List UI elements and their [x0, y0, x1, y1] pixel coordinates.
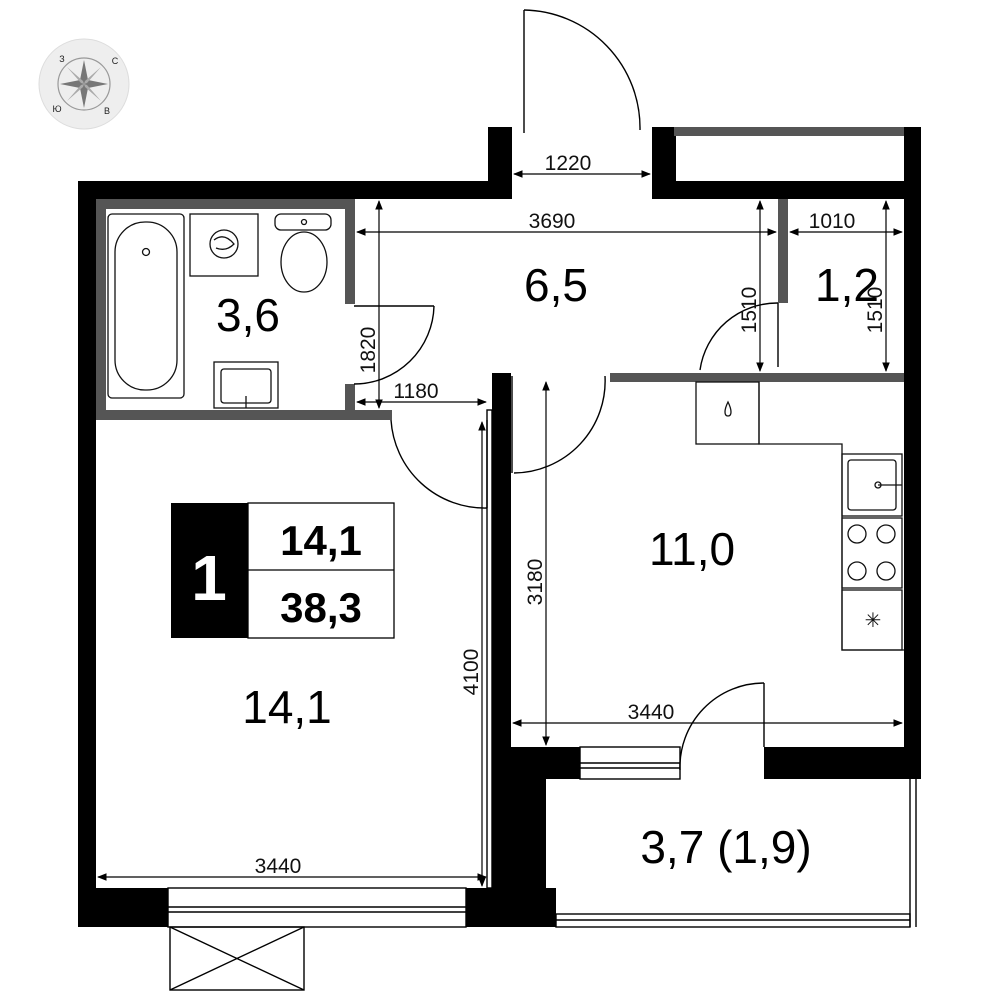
bathtub-icon [107, 213, 185, 399]
room-area-hall: 6,5 [524, 259, 588, 311]
dim-living-depth: 4100 [460, 649, 483, 696]
kitchen-sink-icon [841, 453, 903, 517]
doors [353, 9, 779, 771]
compass-rose-icon [60, 60, 108, 108]
balcony-door-icon [679, 682, 765, 771]
windows [167, 746, 917, 928]
dim-storage-height-right: 1510 [864, 287, 887, 334]
toilet-icon [274, 213, 332, 293]
compass: З С В Ю [38, 38, 130, 130]
bathroom-door-icon [353, 305, 435, 385]
compass-letter-w: З [59, 54, 64, 64]
dim-kitchen-depth: 3180 [524, 559, 547, 606]
dimensions: 1220 3690 1010 1510 1510 1820 1180 3180 … [97, 152, 903, 887]
stove-icon [841, 517, 903, 589]
entrance-door-icon [523, 9, 641, 133]
room-area-kitchen: 11,0 [649, 523, 735, 575]
sink-icon [213, 361, 279, 409]
kitchen-fixtures: ✳ [695, 381, 904, 651]
room-labels: 3,6 6,5 1,2 11,0 14,1 3,7 (1,9) [216, 259, 879, 873]
dim-corridor-width: 1180 [393, 380, 438, 403]
compass-letter-s: Ю [52, 104, 61, 114]
kitchen-door-icon [511, 375, 606, 474]
dim-entrance-width: 1220 [545, 152, 592, 175]
svg-text:✳: ✳ [865, 608, 882, 632]
room-area-bathroom: 3,6 [216, 289, 280, 341]
summary-living-area: 14,1 [280, 517, 362, 564]
dim-storage-height-left: 1510 [738, 287, 761, 334]
bathroom-fixtures [107, 213, 332, 409]
room-area-living: 14,1 [242, 681, 332, 733]
dim-storage-width: 1010 [809, 210, 856, 233]
dim-living-width: 3440 [255, 855, 302, 878]
rooms-count: 1 [191, 542, 227, 614]
storage-door-icon [699, 302, 779, 371]
compass-letter-n: С [112, 56, 119, 66]
water-drop-icon [724, 400, 732, 417]
room-area-storage: 1,2 [815, 259, 879, 311]
washing-machine-icon [189, 213, 259, 277]
dim-kitchen-width: 3440 [628, 701, 675, 724]
exterior-unit-icon [169, 926, 305, 991]
dim-bath-door-height: 1820 [357, 327, 380, 374]
room-area-balcony: 3,7 (1,9) [640, 821, 811, 873]
summary-total-area: 38,3 [280, 584, 362, 631]
exterior-walls [78, 127, 921, 927]
fridge-icon: ✳ [841, 589, 903, 651]
dim-hall-width: 3690 [529, 210, 576, 233]
apartment-summary: 1 14,1 38,3 [171, 502, 395, 639]
partitions [96, 127, 904, 889]
living-door-icon [390, 419, 488, 509]
compass-letter-e: В [104, 106, 110, 116]
